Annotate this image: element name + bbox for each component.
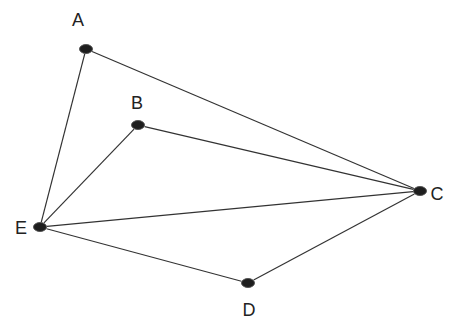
vertex-label: C [431, 185, 444, 203]
graph-vertex: E [33, 222, 47, 232]
graph-edge [47, 229, 242, 281]
vertex-label: E [15, 219, 27, 237]
graph-vertex: C [413, 186, 427, 196]
graph-vertex: B [131, 120, 145, 130]
vertex-dot [241, 278, 255, 288]
graph-edge [254, 194, 415, 280]
vertex-dot [131, 120, 145, 130]
graph-edge [92, 52, 414, 189]
graph-edge [41, 54, 84, 222]
vertex-label: D [243, 301, 256, 319]
vertex-label: A [72, 11, 84, 29]
graph-edge [47, 192, 413, 227]
vertex-dot [33, 222, 47, 232]
graph-vertex: A [79, 44, 93, 54]
graph-edge [145, 127, 414, 190]
graph-edge [44, 129, 134, 223]
graph-vertex: D [241, 278, 255, 288]
vertex-dot [79, 44, 93, 54]
vertex-label: B [131, 94, 143, 112]
vertex-dot [413, 186, 427, 196]
